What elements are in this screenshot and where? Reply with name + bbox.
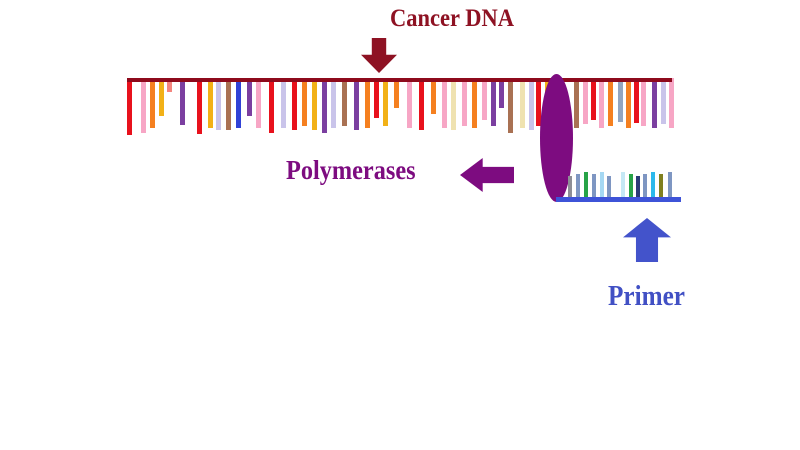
polymerase-enzyme-ellipse <box>540 74 573 202</box>
base-bar <box>584 172 588 202</box>
base-bar <box>491 78 496 126</box>
base-bar <box>302 78 307 126</box>
base-bar <box>365 78 370 128</box>
base-bar <box>574 78 579 128</box>
base-bar <box>167 78 172 92</box>
base-bar <box>159 78 164 116</box>
base-bar <box>208 78 213 128</box>
base-bar <box>629 174 633 202</box>
base-bar <box>431 78 436 114</box>
base-bar <box>269 78 274 133</box>
base-bar <box>529 78 534 130</box>
base-bar <box>621 172 625 202</box>
base-bar <box>651 172 655 202</box>
cancer-dna-label: Cancer DNA <box>390 5 514 32</box>
base-bar <box>536 78 541 126</box>
base-bar <box>407 78 412 128</box>
base-bar <box>641 78 646 126</box>
base-bar <box>292 78 297 130</box>
base-bar <box>592 174 596 202</box>
base-bar <box>643 174 647 202</box>
base-bar <box>482 78 487 120</box>
base-bar <box>442 78 447 128</box>
base-bar <box>383 78 388 126</box>
base-bar <box>626 78 631 128</box>
base-bar <box>669 78 674 128</box>
base-bar <box>374 78 379 118</box>
base-bar <box>256 78 261 128</box>
base-bar <box>520 78 525 128</box>
base-bar <box>600 172 604 202</box>
base-bar <box>636 176 640 202</box>
base-bar <box>281 78 286 128</box>
base-bar <box>247 78 252 116</box>
base-bar <box>608 78 613 126</box>
base-bar <box>583 78 588 124</box>
base-bar <box>661 78 666 124</box>
base-bar <box>354 78 359 130</box>
base-bar <box>499 78 504 108</box>
base-bar <box>652 78 657 128</box>
base-bar <box>508 78 513 133</box>
base-bar <box>451 78 456 130</box>
base-bar <box>668 172 672 202</box>
base-bar <box>236 78 241 128</box>
base-bar <box>226 78 231 130</box>
base-bar <box>607 176 611 202</box>
strand-backbone-line <box>556 197 681 202</box>
base-bar <box>141 78 146 133</box>
left-arrow-icon <box>460 158 514 192</box>
primer-label: Primer <box>608 281 685 312</box>
base-bar <box>591 78 596 120</box>
base-bar <box>599 78 604 128</box>
base-bar <box>216 78 221 130</box>
base-bar <box>150 78 155 128</box>
base-bar <box>618 78 623 122</box>
base-bar <box>197 78 202 134</box>
base-bar <box>180 78 185 125</box>
strand-backbone-line <box>127 78 672 82</box>
base-bar <box>331 78 336 128</box>
base-bar <box>312 78 317 130</box>
base-bar <box>322 78 327 133</box>
up-arrow-icon <box>623 218 671 262</box>
polymerases-label: Polymerases <box>286 155 416 185</box>
down-arrow-icon <box>361 38 397 73</box>
base-bar <box>634 78 639 123</box>
base-bar <box>659 174 663 202</box>
base-bar <box>462 78 467 126</box>
base-bar <box>568 176 572 202</box>
base-bar <box>576 174 580 202</box>
base-bar <box>394 78 399 108</box>
base-bar <box>342 78 347 126</box>
base-bar <box>127 78 132 135</box>
base-bar <box>472 78 477 128</box>
base-bar <box>419 78 424 130</box>
